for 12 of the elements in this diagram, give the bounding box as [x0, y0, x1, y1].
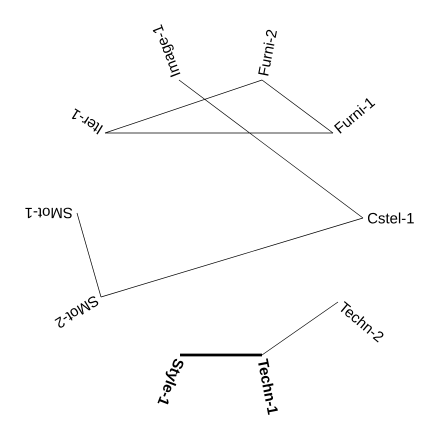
connector-line [178, 80, 364, 218]
node-label: SMot-1 [25, 208, 72, 218]
connector-line [76, 212, 102, 298]
connector-line [104, 80, 262, 134]
node-label: Furni-2 [258, 30, 277, 76]
node-label: Techn-1 [258, 358, 278, 415]
connector-line [104, 132, 334, 134]
node-label: Cstel-1 [368, 212, 414, 224]
connector-line [262, 80, 334, 134]
connector-line [100, 218, 364, 298]
connector-line [180, 354, 262, 356]
connector-line [262, 302, 338, 356]
